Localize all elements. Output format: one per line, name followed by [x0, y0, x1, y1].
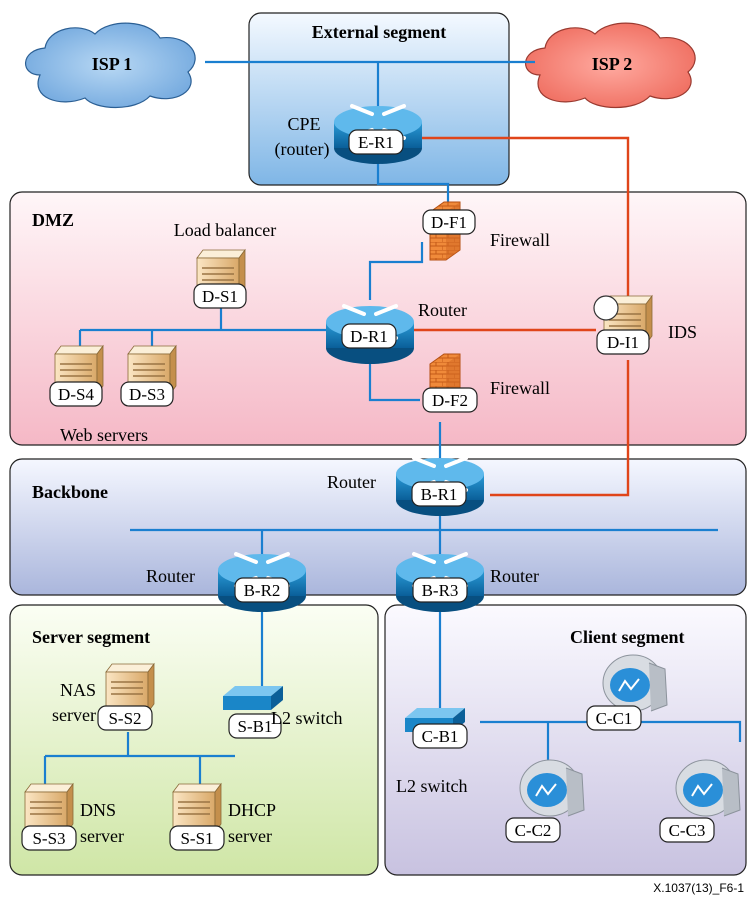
router-b2-label: Router [146, 566, 195, 586]
network-links [43, 60, 742, 790]
cpe-label: CPE [287, 114, 320, 134]
ids-links [412, 136, 630, 497]
tag-b-r3: B-R3 [422, 581, 459, 600]
server-segment-title: Server segment [32, 627, 150, 647]
tag-s-s1: S-S1 [180, 829, 213, 848]
switch-s-b1-icon [223, 686, 283, 710]
backbone-title: Backbone [32, 482, 108, 502]
server-s-s1-icon [172, 783, 222, 833]
tag-d-f2: D-F2 [432, 391, 468, 410]
tag-s-s3: S-S3 [32, 829, 65, 848]
dhcp-label-2: server [228, 826, 272, 846]
router-b3-label: Router [490, 566, 539, 586]
dns-label-1: DNS [80, 800, 116, 820]
l2-switch-server-label: L2 switch [271, 708, 343, 728]
dns-label-2: server [80, 826, 124, 846]
isp2-cloud [525, 22, 696, 108]
router-b1-label: Router [327, 472, 376, 492]
tag-s-s2: S-S2 [108, 709, 141, 728]
figure-id: X.1037(13)_F6-1 [653, 881, 744, 895]
tag-d-r1: D-R1 [350, 327, 388, 346]
device-tags [21, 129, 715, 851]
dhcp-label-1: DHCP [228, 800, 276, 820]
tag-d-i1: D-I1 [607, 333, 639, 352]
load-balancer-label: Load balancer [174, 220, 276, 240]
tag-c-b1: C-B1 [422, 727, 459, 746]
tag-d-s1: D-S1 [202, 287, 238, 306]
tag-c-c1: C-C1 [596, 709, 633, 728]
client-segment-title: Client segment [570, 627, 684, 647]
isp2-label: ISP 2 [592, 54, 633, 74]
tag-c-c3: C-C3 [669, 821, 706, 840]
l2-switch-client-label: L2 switch [396, 776, 468, 796]
server-segment-box [9, 604, 379, 876]
ids-label: IDS [668, 322, 697, 342]
server-s-s2-icon [105, 663, 155, 713]
web-servers-label: Web servers [60, 425, 148, 445]
firewall-1-label: Firewall [490, 230, 550, 250]
dmz-title: DMZ [32, 210, 74, 230]
backbone-segment-box [9, 458, 747, 596]
server-s-s3-icon [24, 783, 74, 833]
firewall-2-label: Firewall [490, 378, 550, 398]
nas-label-1: NAS [60, 680, 96, 700]
tag-b-r2: B-R2 [244, 581, 281, 600]
ids-d-i1-icon [593, 295, 653, 345]
external-segment-title: External segment [312, 22, 446, 42]
isp1-label: ISP 1 [92, 54, 133, 74]
tag-d-s4: D-S4 [58, 385, 94, 404]
router-dmz-label: Router [418, 300, 467, 320]
tag-b-r1: B-R1 [421, 485, 458, 504]
tag-d-f1: D-F1 [431, 213, 467, 232]
tag-d-s3: D-S3 [129, 385, 165, 404]
isp1-cloud [25, 22, 196, 108]
tag-c-c2: C-C2 [515, 821, 552, 840]
nas-label-2: server [52, 705, 96, 725]
tag-e-r1: E-R1 [358, 133, 394, 152]
tag-s-b1: S-B1 [238, 717, 273, 736]
cpe-sub-label: (router) [275, 139, 330, 160]
